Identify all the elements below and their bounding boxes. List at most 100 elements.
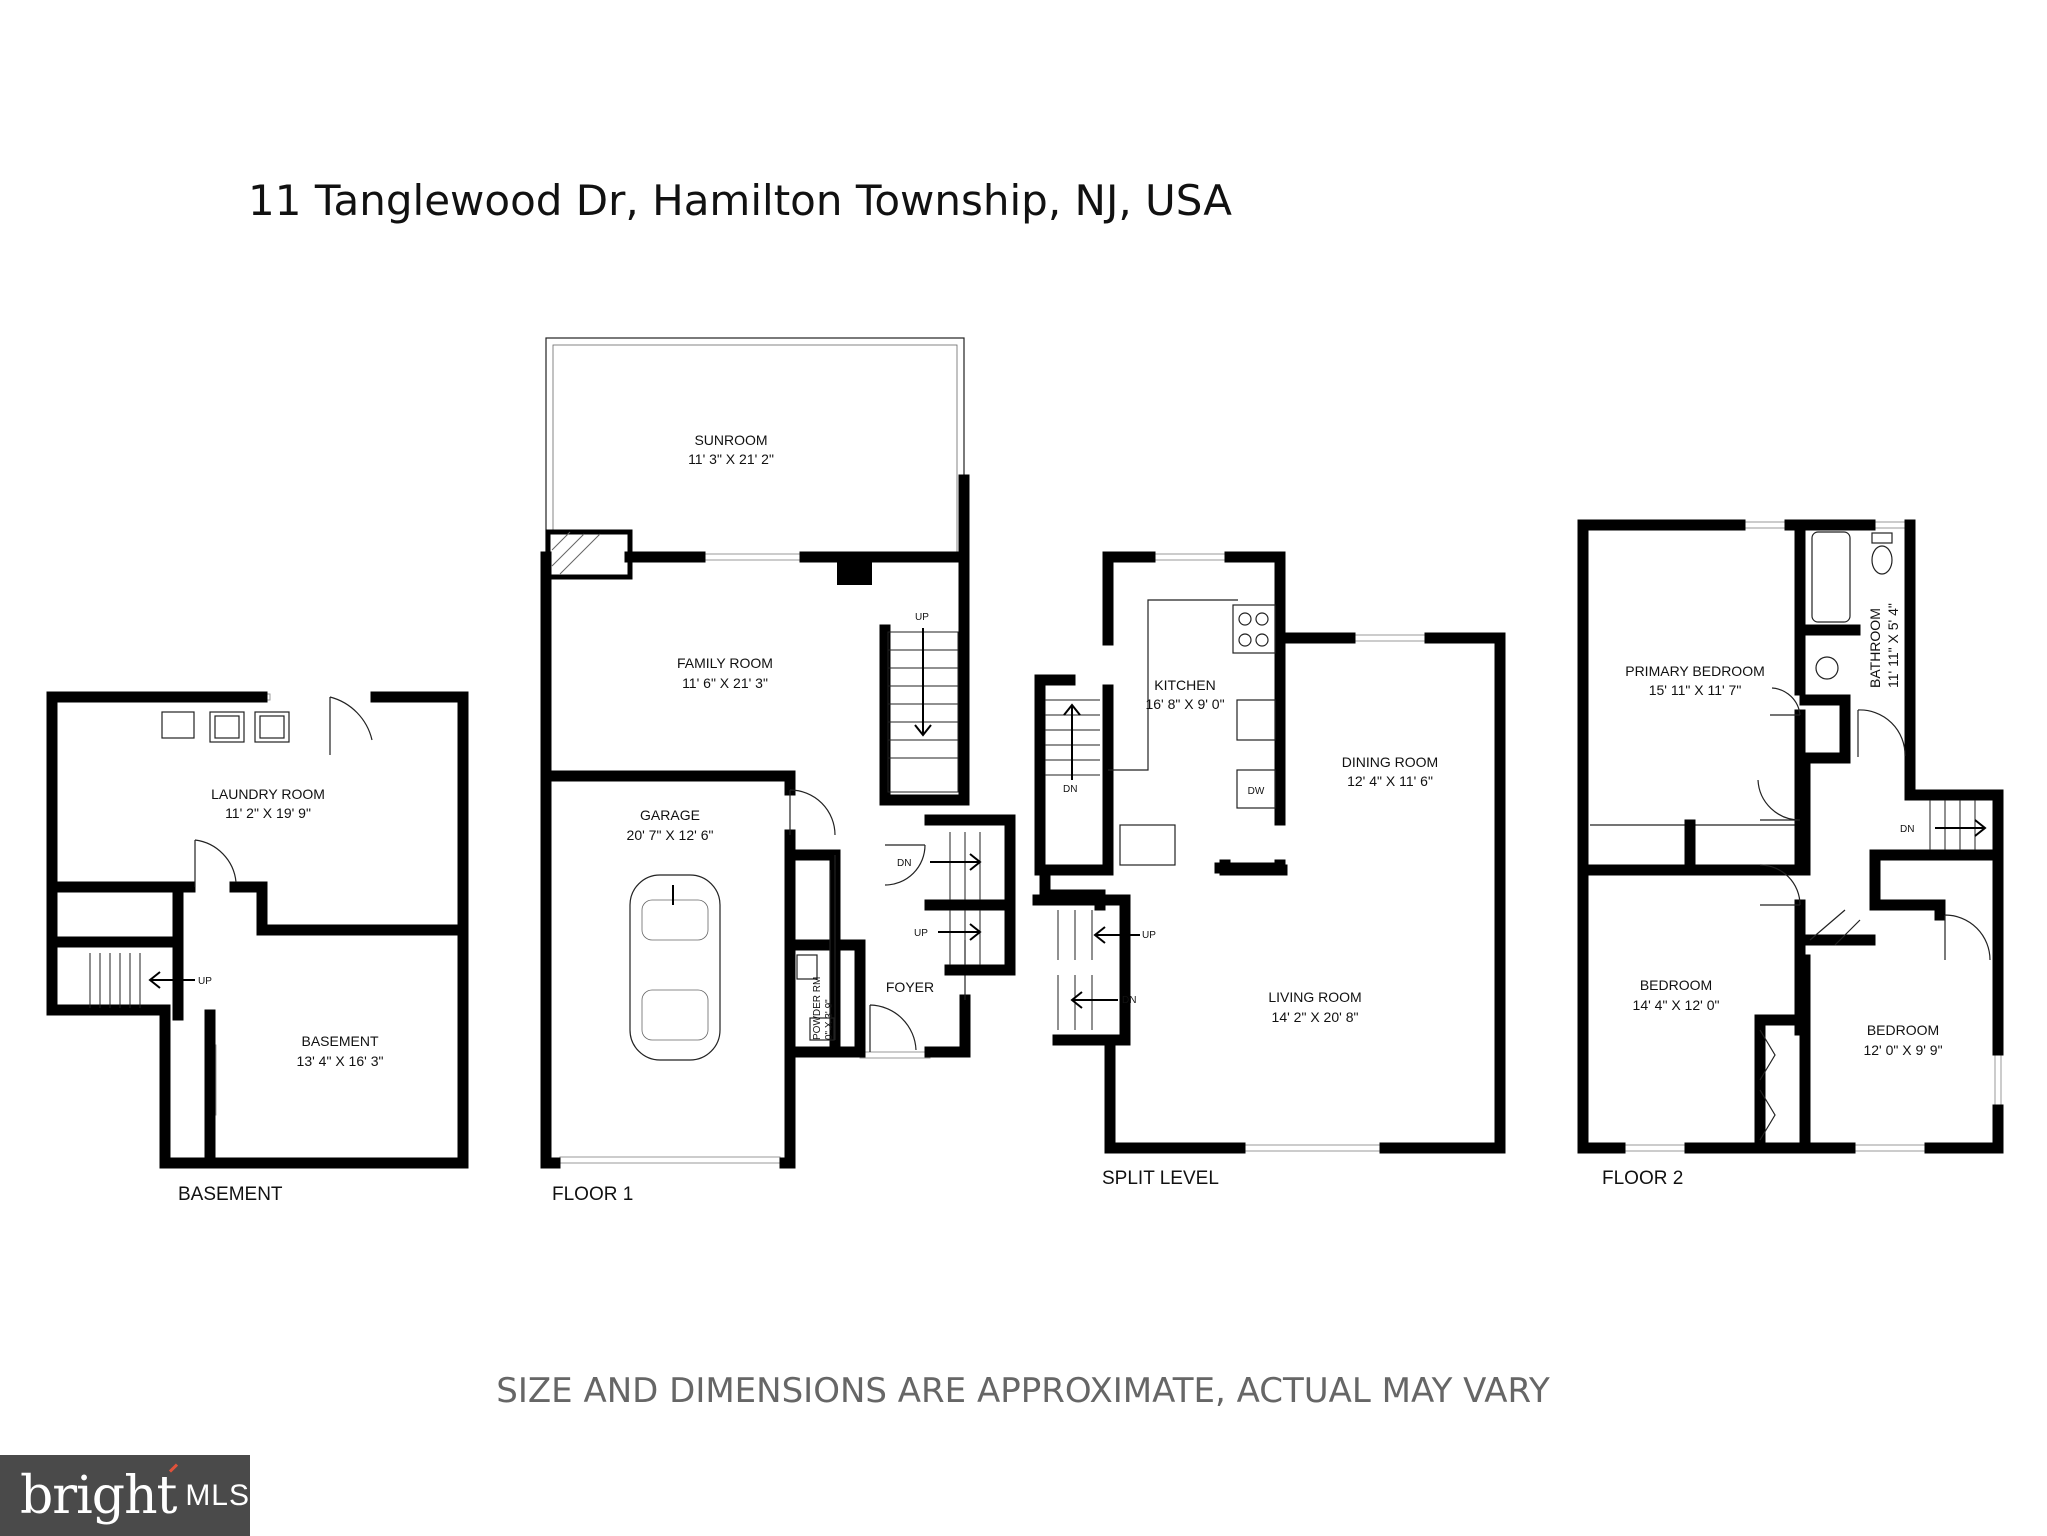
family-room-dims: 11' 6" X 21' 3"	[682, 675, 768, 691]
range-icon	[1232, 604, 1276, 654]
stair-down-label: DN	[1063, 784, 1077, 795]
bathtub-icon	[1811, 531, 1851, 623]
burner-icon	[1255, 612, 1269, 626]
stairs	[89, 953, 141, 1008]
window	[699, 553, 806, 561]
door-swing	[194, 839, 237, 887]
basement-floor-label: BASEMENT	[178, 1184, 283, 1205]
stair-down-label: DN	[897, 858, 911, 869]
stairs	[949, 832, 981, 965]
living-room-name: LIVING ROOM	[1268, 989, 1361, 1005]
dishwasher-icon	[1236, 769, 1276, 809]
bedroom-name: BEDROOM	[1867, 1022, 1939, 1038]
stair-arrow	[930, 853, 982, 871]
wall	[924, 994, 971, 1058]
burner-icon	[1238, 633, 1252, 647]
brand-word: bright	[20, 1465, 177, 1526]
kitchen-dims: 16' 8" X 9' 0"	[1145, 696, 1224, 712]
stair-down-label: DN	[1122, 995, 1136, 1006]
door-swing	[1759, 864, 1801, 906]
basement-outer-wall	[46, 691, 469, 1169]
window	[1349, 634, 1431, 642]
bedroom-dims: 14' 4" X 12' 0"	[1633, 997, 1720, 1013]
window	[1994, 1049, 2002, 1111]
foyer-name: FOYER	[886, 979, 934, 995]
page-title: 11 Tanglewood Dr, Hamilton Township, NJ,…	[248, 176, 1232, 225]
stair-wall	[879, 551, 970, 806]
counter-outline	[1108, 599, 1238, 771]
dryer-icon	[254, 711, 290, 743]
stair-up-label: UP	[914, 928, 928, 939]
powder-room-name: POWDER RM	[812, 977, 823, 1040]
stair-up-label: UP	[198, 976, 212, 987]
living-room-dims: 14' 2" X 20' 8"	[1272, 1009, 1359, 1025]
window	[859, 1051, 931, 1059]
toilet-tank	[1871, 532, 1893, 544]
basement-room-dims: 13' 4" X 16' 3"	[297, 1053, 384, 1069]
bathroom-name: BATHROOM	[1867, 608, 1883, 688]
stair-arrow	[1935, 819, 1987, 837]
burner-icon	[1255, 633, 1269, 647]
stair-arrow	[148, 971, 195, 989]
basement-room-name: BASEMENT	[301, 1033, 378, 1049]
stair-arrow	[938, 923, 982, 941]
sunroom-inner	[552, 344, 958, 556]
garage-dims: 20' 7" X 12' 6"	[627, 827, 714, 843]
closet-door	[829, 855, 836, 1040]
washer-icon	[209, 711, 245, 743]
dryer-drum	[259, 715, 285, 739]
wall	[1102, 551, 1156, 646]
brand-suffix: MLS	[185, 1478, 250, 1512]
stair-wall	[1032, 894, 1131, 1046]
primary-bedroom-name: PRIMARY BEDROOM	[1625, 663, 1765, 679]
window	[1739, 521, 1791, 529]
wall	[51, 881, 184, 948]
island-counter	[1119, 824, 1176, 866]
fireplace-icon	[545, 529, 633, 580]
wall	[229, 881, 464, 936]
family-room-name: FAMILY ROOM	[677, 655, 773, 671]
door-swing	[884, 844, 926, 886]
split-level-label: SPLIT LEVEL	[1102, 1168, 1219, 1189]
double-door	[1809, 909, 1861, 946]
bright-mls-logo: bright MLS	[0, 1455, 250, 1536]
window	[1849, 1144, 1931, 1152]
stair-down-label: DN	[1900, 824, 1914, 835]
fireplace-hatch	[551, 531, 601, 575]
sink-icon	[1815, 656, 1839, 680]
burner-icon	[1238, 612, 1252, 626]
primary-bedroom-dims: 15' 11" X 11' 7"	[1649, 682, 1742, 698]
door-swing	[869, 1004, 917, 1052]
floor-1-label: FLOOR 1	[552, 1184, 633, 1205]
wall	[540, 551, 796, 1169]
disclaimer-text: SIZE AND DIMENSIONS ARE APPROXIMATE, ACT…	[496, 1371, 1550, 1411]
wall	[1104, 1042, 1246, 1154]
floor-1-plan: UP DN UP SUNROOM 11' 3" X 21' 2" FAMILY …	[540, 337, 1016, 1205]
sunroom-dims: 11' 3" X 21' 2"	[688, 451, 774, 467]
garage-name: GARAGE	[640, 807, 700, 823]
garage-door	[559, 1156, 781, 1164]
basement-plan: UP LAUNDRY ROOM 11' 2" X 19' 9" BASEMENT…	[46, 691, 469, 1205]
window	[1869, 521, 1911, 529]
garage-wall	[545, 770, 796, 796]
chimney-icon	[837, 561, 872, 585]
closet-bifold	[1759, 1029, 1776, 1141]
split-stair-wall	[924, 814, 1016, 976]
powder-room-dims: 0" X 3' 9"	[824, 999, 835, 1040]
door-swing	[1944, 914, 1991, 961]
stair-arrow	[1070, 991, 1118, 1009]
window	[1239, 1144, 1381, 1152]
bathroom-dims: 11' 11" X 5' 4"	[1885, 603, 1901, 688]
wall	[1577, 519, 2004, 1154]
toilet-icon	[1871, 545, 1893, 575]
bedroom-dims: 12' 0" X 9' 9"	[1863, 1042, 1942, 1058]
sink-icon	[1236, 699, 1276, 741]
stair-arrow	[914, 628, 932, 737]
door-swing	[1857, 709, 1906, 757]
laundry-room-name: LAUNDRY ROOM	[211, 786, 325, 802]
car-icon	[629, 874, 721, 1061]
dining-room-name: DINING ROOM	[1342, 754, 1438, 770]
bath-wall	[1799, 694, 1851, 764]
dishwasher-label: DW	[1248, 786, 1265, 797]
